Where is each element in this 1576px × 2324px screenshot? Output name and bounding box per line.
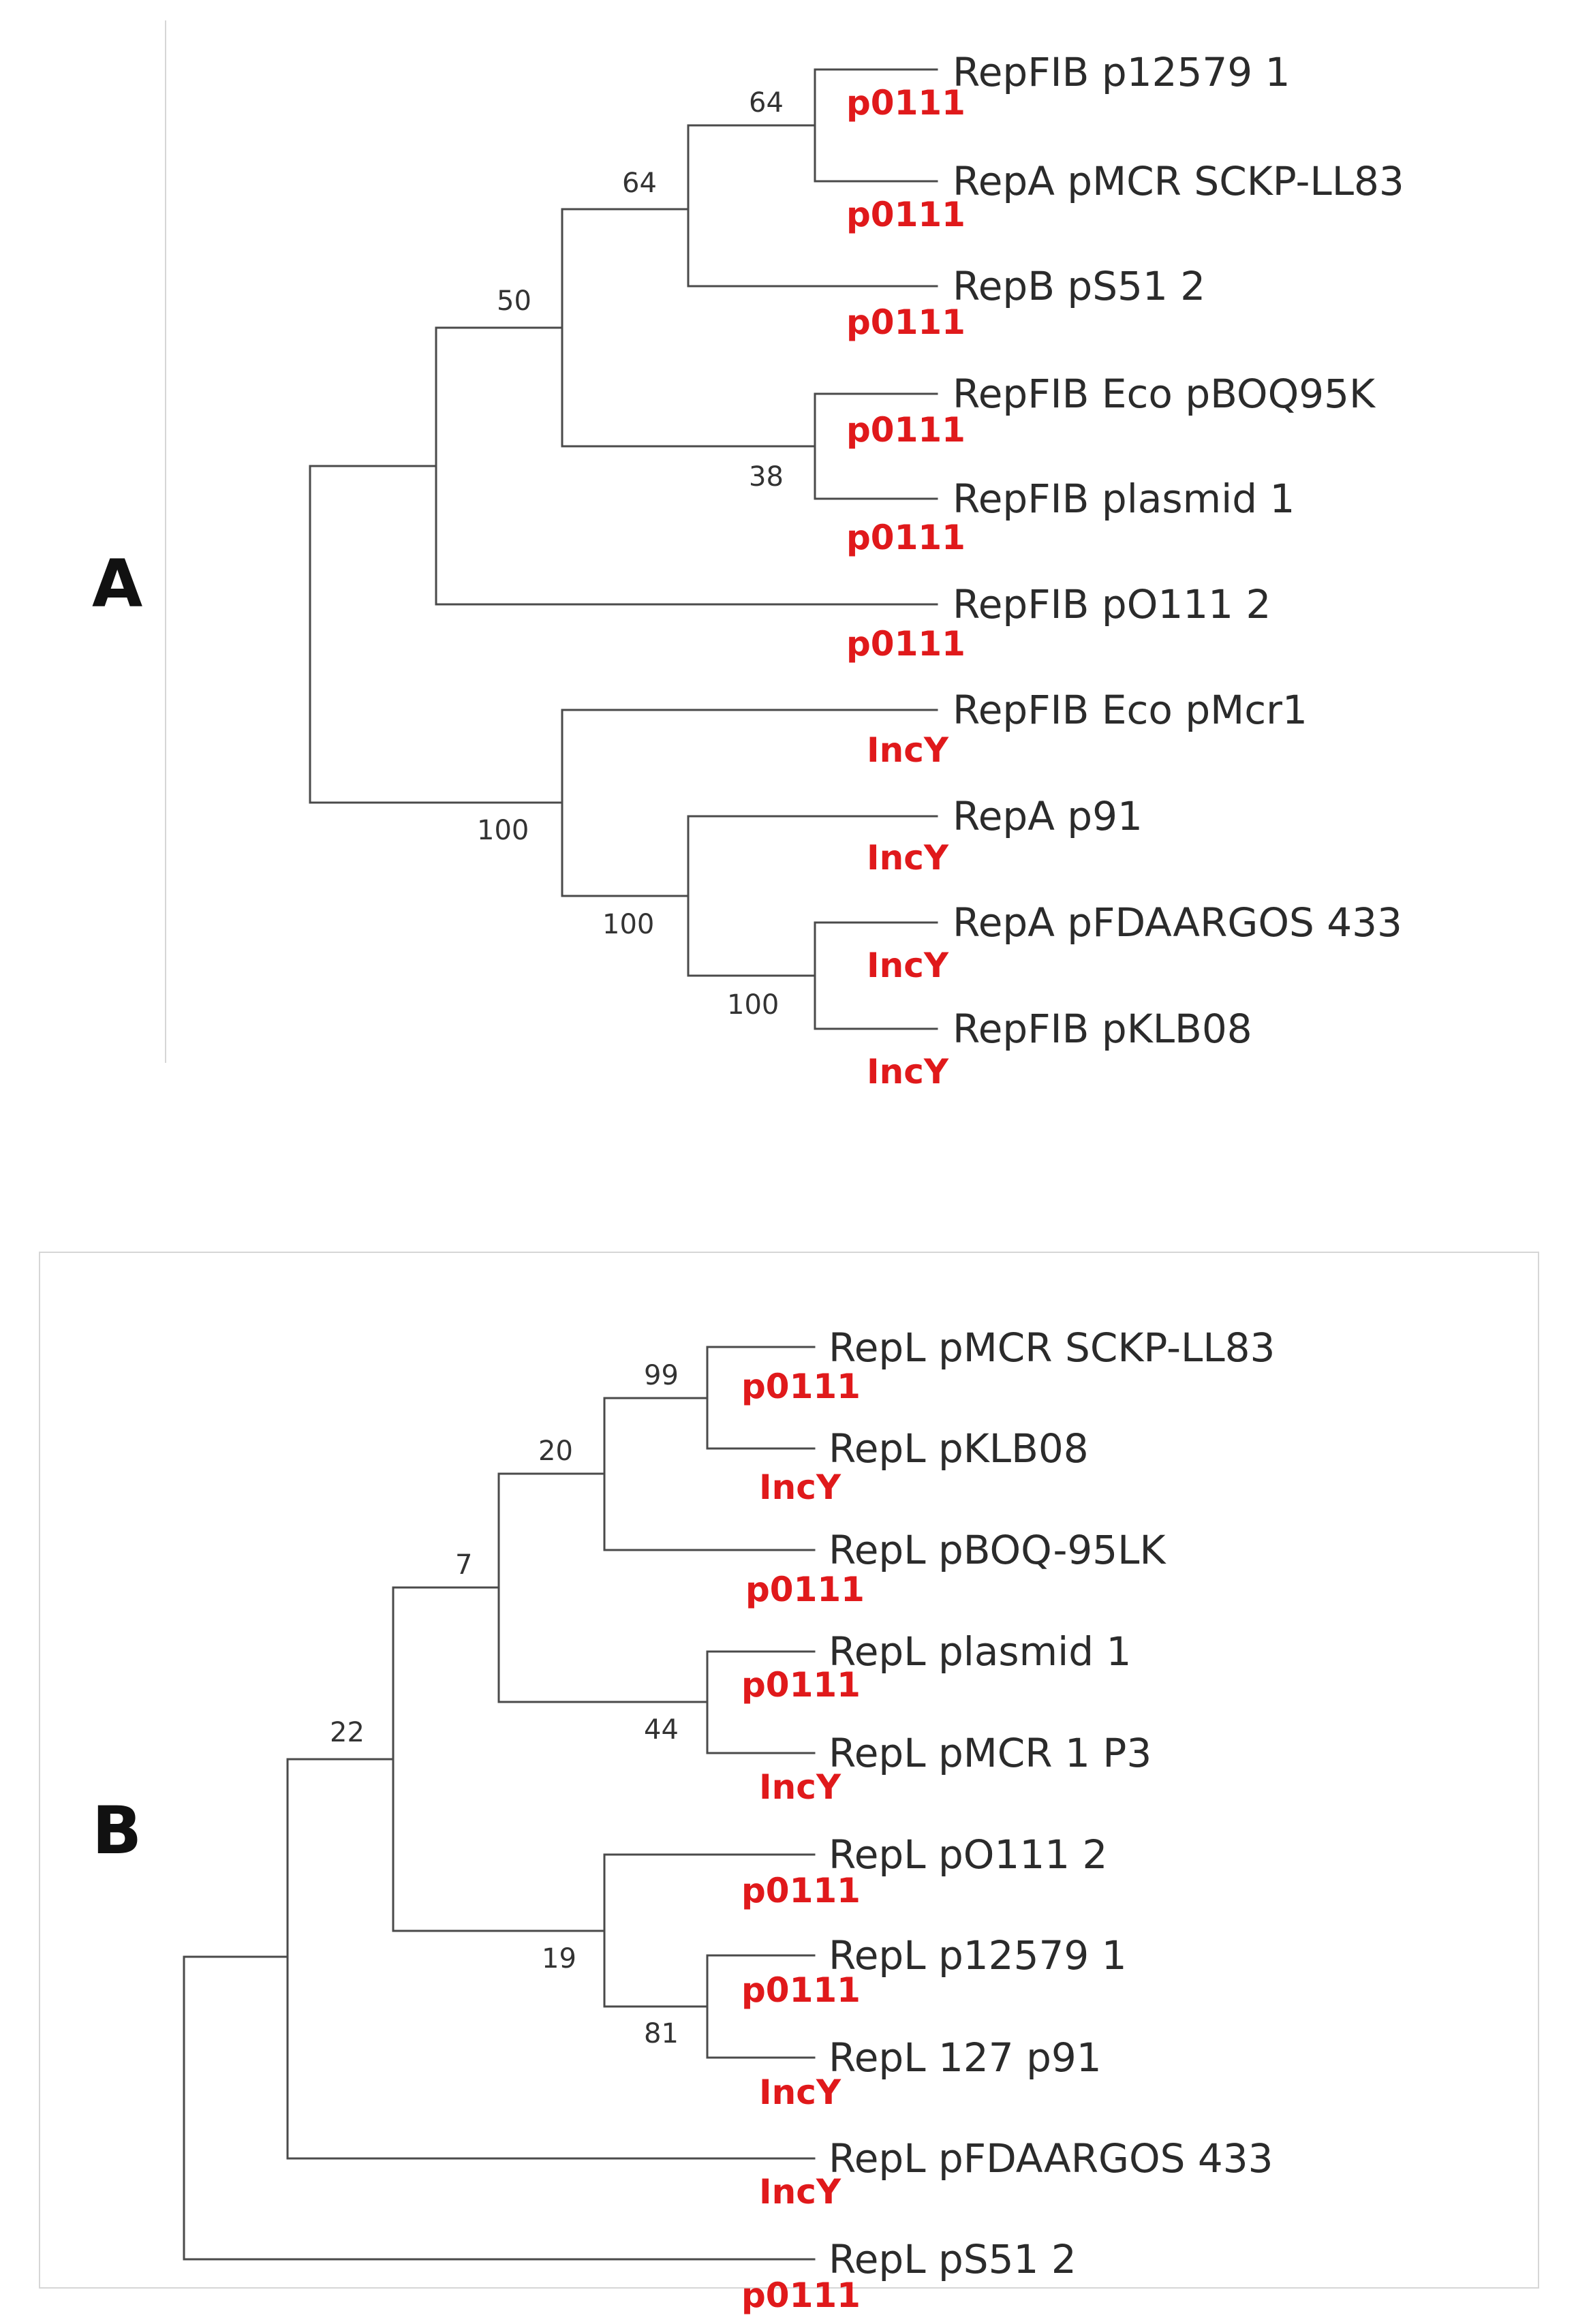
leaf-group-label: p0111 [846, 518, 965, 557]
panel-a-bootstrap-values: 64 64 50 38 100 100 100 [477, 87, 784, 1021]
leaf-group-label: p0111 [846, 624, 965, 664]
leaf-name: RepA p91 [953, 793, 1143, 839]
bootstrap-value: 19 [542, 1943, 576, 1974]
leaf-name: RepFIB Eco pBOQ95K [953, 371, 1376, 417]
leaf-name: RepB pS51 2 [953, 263, 1205, 309]
panel-b-bootstrap-values: 99 20 7 44 22 19 81 [330, 1360, 679, 2049]
leaf-group-label: IncY [759, 1767, 841, 1807]
leaf-group-label: IncY [867, 946, 949, 985]
bootstrap-value: 100 [602, 909, 654, 940]
leaf-name: RepL p12579 1 [829, 1932, 1127, 1979]
leaf-name: RepL pO111 2 [829, 1831, 1107, 1878]
panel-b: B [39, 1252, 1539, 2315]
leaf-group-label: p0111 [741, 1665, 861, 1705]
leaf-group-label: IncY [759, 1468, 841, 1507]
leaf-group-label: IncY [759, 2172, 841, 2212]
leaf-group-label: IncY [867, 730, 949, 770]
bootstrap-value: 100 [477, 815, 529, 846]
leaf-group-label: p0111 [745, 1570, 865, 1609]
leaf-name: RepL pBOQ-95LK [829, 1527, 1166, 1573]
panel-b-frame [39, 1252, 1539, 2289]
bootstrap-value: 22 [330, 1717, 365, 1748]
bootstrap-value: 99 [644, 1360, 679, 1391]
leaf-group-label: IncY [867, 838, 949, 878]
bootstrap-value: 81 [644, 2018, 679, 2049]
bootstrap-value: 64 [749, 87, 784, 119]
leaf-name: RepFIB Eco pMcr1 [953, 687, 1308, 733]
panel-a-branches [309, 68, 938, 1030]
bootstrap-value: 64 [622, 168, 657, 199]
leaf-group-label: p0111 [846, 195, 965, 234]
leaf-name: RepA pMCR SCKP-LL83 [953, 158, 1404, 204]
bootstrap-value: 50 [497, 285, 531, 317]
bootstrap-value: 44 [644, 1714, 679, 1746]
panel-a: A [92, 20, 1404, 1091]
leaf-name: RepA pFDAARGOS 433 [953, 899, 1402, 946]
leaf-group-label: p0111 [741, 1871, 861, 1910]
panel-b-branches [183, 1346, 816, 2261]
leaf-group-label: p0111 [741, 2276, 861, 2315]
panel-a-label: A [92, 546, 142, 622]
leaf-group-label: IncY [759, 2073, 841, 2112]
panel-b-leaf-labels: RepL pMCR SCKP-LL83 p0111 RepL pKLB08 In… [741, 1324, 1275, 2315]
leaf-group-label: p0111 [741, 1970, 861, 2010]
leaf-name: RepFIB plasmid 1 [953, 476, 1295, 522]
leaf-group-label: IncY [867, 1052, 949, 1091]
bootstrap-value: 38 [749, 461, 784, 493]
leaf-name: RepFIB p12579 1 [953, 49, 1291, 95]
leaf-group-label: p0111 [741, 1367, 861, 1406]
leaf-name: RepL pMCR 1 P3 [829, 1730, 1152, 1776]
leaf-name: RepL 127 p91 [829, 2034, 1102, 2081]
panel-b-label: B [92, 1793, 142, 1869]
leaf-group-label: p0111 [846, 410, 965, 450]
leaf-name: RepL pMCR SCKP-LL83 [829, 1324, 1275, 1371]
leaf-group-label: p0111 [846, 83, 965, 123]
bootstrap-value: 100 [727, 989, 779, 1021]
leaf-name: RepL pFDAARGOS 433 [829, 2135, 1273, 2182]
bootstrap-value: 20 [538, 1436, 573, 1467]
leaf-group-label: p0111 [846, 303, 965, 342]
leaf-name: RepFIB pO111 2 [953, 581, 1271, 628]
leaf-name: RepL pKLB08 [829, 1425, 1089, 1472]
leaf-name: RepL plasmid 1 [829, 1628, 1131, 1675]
panel-a-leaf-labels: RepFIB p12579 1 p0111 RepA pMCR SCKP-LL8… [846, 49, 1404, 1091]
leaf-name: RepL pS51 2 [829, 2236, 1077, 2282]
bootstrap-value: 7 [455, 1549, 472, 1581]
leaf-name: RepFIB pKLB08 [953, 1006, 1252, 1052]
